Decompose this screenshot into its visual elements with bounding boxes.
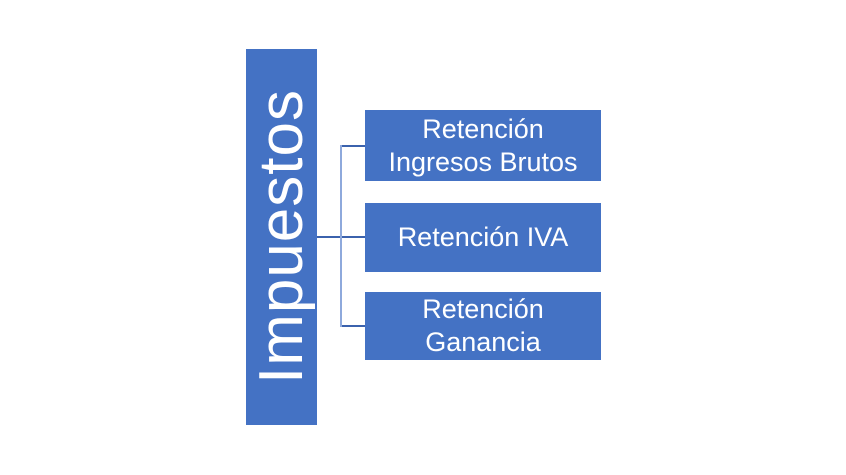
connector-branch-top <box>342 145 365 147</box>
node-impuestos[interactable]: Impuestos <box>246 49 317 425</box>
node-label-line: Retención IVA <box>397 222 569 252</box>
node-retencion-iva[interactable]: Retención IVA <box>365 203 601 272</box>
connector-trunk <box>340 145 342 327</box>
node-impuestos-label: Impuestos <box>246 89 316 385</box>
node-retencion-ganancia[interactable]: Retención Ganancia <box>365 292 601 360</box>
node-label-line: Ingresos Brutos <box>388 146 578 177</box>
node-label-line: Ganancia <box>425 327 541 357</box>
node-label-line: Retención <box>422 294 544 324</box>
connector-branch-bottom <box>342 325 365 327</box>
node-retencion-ingresos-brutos[interactable]: Retención Ingresos Brutos <box>365 110 601 181</box>
node-label-line: Retención <box>422 113 544 144</box>
